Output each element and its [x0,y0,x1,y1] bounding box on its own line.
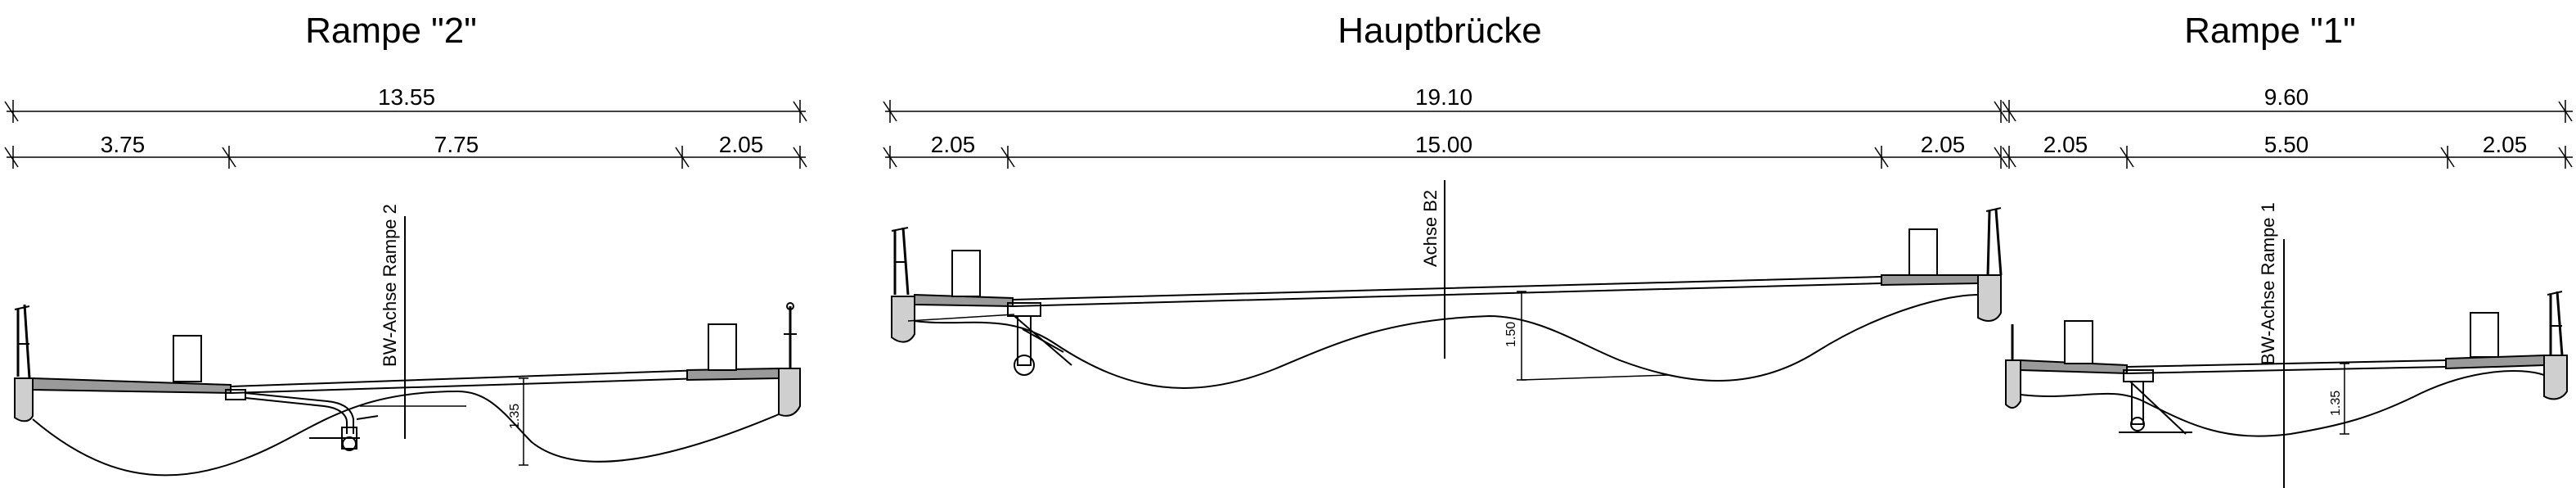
main-right-railing [1985,207,2003,276]
ramp2-soffit [32,390,780,477]
ramp1-axis-label: BW-Achse Rampe 1 [2258,202,2278,365]
main-left-railing [891,227,910,296]
ramp1-title: Rampe "1" [2184,11,2356,51]
ramp2-left-edge-beam [14,377,34,422]
ramp1-right-barrier [2470,312,2499,358]
ramp1-deck [2126,359,2447,374]
ramp1-soffit [2020,370,2545,437]
ramp1-segment-3: 2.05 [2483,132,2528,157]
ramp1-depth: 1.35 [2329,391,2343,416]
main-soffit [914,294,1979,389]
main-right-edge-beam [1977,274,2002,322]
ramp2-total-width: 13.55 [378,84,435,110]
ramp1-drainage-pipe [2119,369,2192,435]
main-bridge-cross-section: Achse B2 1.50 [891,180,2003,389]
ramp1-left-barrier [2064,320,2093,364]
main-deck [1012,276,1882,307]
ramp1-left-edge-beam [2005,359,2021,409]
ramp2-depth: 1.35 [508,404,522,429]
ramp2-axis-label: BW-Achse Rampe 2 [380,204,400,367]
ramp1-total-width: 9.60 [2264,84,2309,110]
ramp2-left-railing [14,304,31,379]
main-bridge-dimensions: 19.10 2.05 15.00 2.05 [883,84,2008,169]
main-right-barrier [1908,228,1938,276]
ramp2-title: Rampe "2" [305,11,477,51]
main-left-barrier [951,250,981,297]
ramp1-dimensions: 9.60 2.05 5.50 2.05 [2002,84,2573,169]
main-left-edge-beam [891,296,915,343]
ramp2-segment-1: 3.75 [101,132,146,157]
ramp2-drainage-pipe [225,389,379,451]
main-bridge-segment-3: 2.05 [1921,132,1966,157]
ramp1-right-edge-beam [2543,355,2568,400]
ramp1-cross-section: BW-Achse Rampe 1 1.35 [2005,202,2568,488]
main-drainage-pipe [1007,302,1072,376]
ramp2-right-edge-beam [778,368,801,417]
ramp2-dimensions: 13.55 3.75 7.75 2.05 [4,84,807,169]
ramp2-deck [230,369,704,394]
main-bridge-segment-1: 2.05 [931,132,976,157]
main-axis-label: Achse B2 [1420,190,1441,267]
main-bridge-segment-2: 15.00 [1415,132,1472,157]
ramp1-segment-2: 5.50 [2264,132,2309,157]
ramp1-segment-1: 2.05 [2043,132,2088,157]
ramp2-segment-2: 7.75 [434,132,479,157]
ramp1-right-railing [2547,291,2564,356]
main-right-sidewalk [1881,274,1979,287]
ramp2-cross-section: BW-Achse Rampe 2 1.35 [14,204,801,477]
main-bridge-total-width: 19.10 [1415,84,1472,110]
main-bridge-title: Hauptbrücke [1337,11,1541,51]
ramp2-right-barrier [708,323,737,371]
ramp2-segment-3: 2.05 [719,132,764,157]
ramp2-right-railing [784,302,797,368]
ramp2-left-barrier [173,335,202,382]
main-depth: 1.50 [1504,322,1518,347]
